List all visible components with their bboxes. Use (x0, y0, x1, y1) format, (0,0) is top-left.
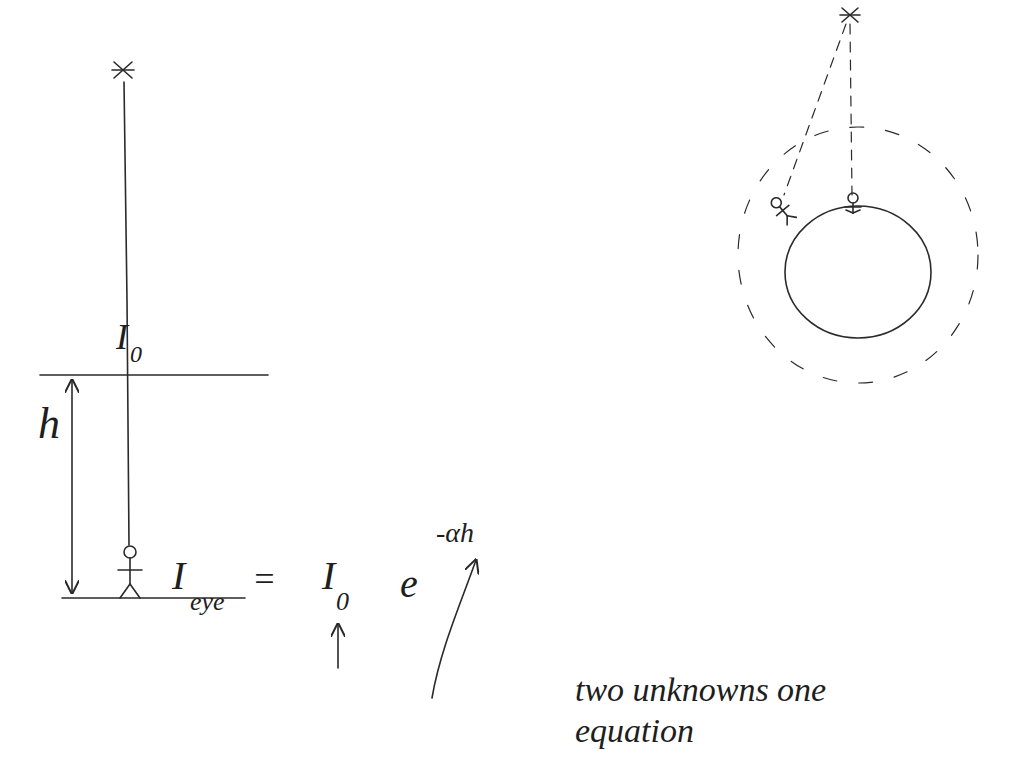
star-symbol (112, 62, 134, 78)
height-label: h (38, 398, 60, 451)
subscript: eye (190, 586, 225, 617)
atmosphere-top-line (40, 374, 268, 376)
intensity-symbol: I (322, 552, 335, 600)
light-ray (124, 82, 129, 545)
star-symbol (840, 8, 860, 22)
subscript: 0 (336, 586, 349, 617)
observer-figure (118, 546, 142, 598)
equals-sign: = (252, 558, 276, 601)
exponent: -αh (436, 516, 474, 550)
intensity-symbol: I (116, 316, 128, 359)
planet-circle (785, 206, 931, 338)
height-arrow (71, 380, 73, 593)
annotation-note: two unknowns one equation (575, 670, 848, 752)
light-ray (850, 24, 852, 195)
light-ray (784, 24, 846, 195)
atmosphere-dashed-circle (738, 127, 978, 383)
intensity-symbol: I (172, 552, 185, 600)
subscript: 0 (130, 340, 142, 369)
annotation-arrow (432, 560, 476, 698)
exponential-base: e (400, 560, 418, 608)
observer-figure (767, 194, 798, 226)
annotation-arrow (337, 624, 339, 668)
observer-figure (845, 193, 861, 213)
